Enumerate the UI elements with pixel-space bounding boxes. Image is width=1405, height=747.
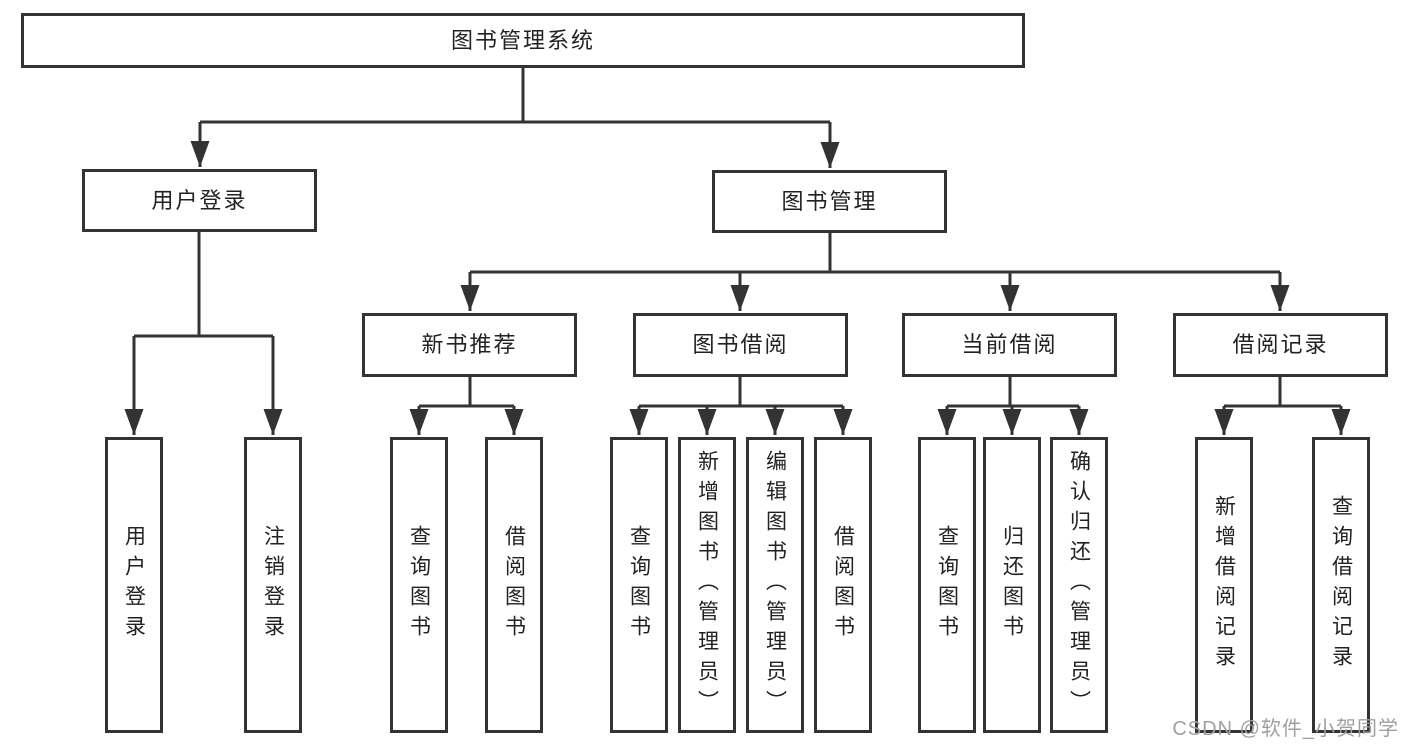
node-confirm-return-admin-label: 确认归还（管理员） (1067, 450, 1091, 720)
node-book-borrow-label: 图书借阅 (692, 332, 789, 357)
node-current-query-books-label: 查询图书 (935, 525, 959, 645)
node-logout-label: 注销登录 (261, 525, 285, 645)
node-book-borrow: 图书借阅 (633, 313, 848, 377)
node-user-login-group-label: 用户登录 (151, 187, 248, 213)
node-recommend-borrow-books-label: 借阅图书 (502, 525, 526, 645)
node-query-borrow-record-label: 查询借阅记录 (1329, 495, 1353, 675)
node-query-borrow-record: 查询借阅记录 (1312, 437, 1370, 733)
node-return-book-label: 归还图书 (1000, 525, 1024, 645)
node-recommend-query-books: 查询图书 (390, 437, 448, 733)
node-borrow-query-books-label: 查询图书 (627, 525, 651, 645)
node-recommend-query-books-label: 查询图书 (407, 525, 431, 645)
node-current-borrow-label: 当前借阅 (961, 332, 1058, 357)
node-borrow-query-books: 查询图书 (610, 437, 668, 733)
node-book-management: 图书管理 (712, 170, 947, 233)
node-add-borrow-record-label: 新增借阅记录 (1212, 495, 1236, 675)
node-edit-book-admin: 编辑图书（管理员） (746, 437, 804, 733)
node-add-book-admin: 新增图书（管理员） (678, 437, 736, 733)
node-root-label: 图书管理系统 (450, 27, 595, 53)
node-logout: 注销登录 (244, 437, 302, 733)
node-recommend-borrow-books: 借阅图书 (485, 437, 543, 733)
node-user-login: 用户登录 (105, 437, 163, 733)
node-user-login-group: 用户登录 (82, 169, 317, 232)
node-user-login-label: 用户登录 (122, 525, 146, 645)
node-new-book-recommend: 新书推荐 (362, 313, 577, 377)
node-root: 图书管理系统 (21, 13, 1025, 68)
node-new-book-recommend-label: 新书推荐 (421, 332, 518, 357)
node-current-query-books: 查询图书 (918, 437, 976, 733)
node-current-borrow: 当前借阅 (902, 313, 1117, 377)
node-borrow-books-label: 借阅图书 (831, 525, 855, 645)
node-borrow-records: 借阅记录 (1173, 313, 1388, 377)
node-confirm-return-admin: 确认归还（管理员） (1050, 437, 1108, 733)
node-add-borrow-record: 新增借阅记录 (1195, 437, 1253, 733)
node-add-book-admin-label: 新增图书（管理员） (695, 450, 719, 720)
node-return-book: 归还图书 (983, 437, 1041, 733)
watermark: CSDN @软件_小贺同学 (1172, 718, 1399, 740)
node-edit-book-admin-label: 编辑图书（管理员） (763, 450, 787, 720)
node-borrow-records-label: 借阅记录 (1232, 332, 1329, 357)
node-borrow-books: 借阅图书 (814, 437, 872, 733)
node-book-management-label: 图书管理 (781, 188, 878, 214)
